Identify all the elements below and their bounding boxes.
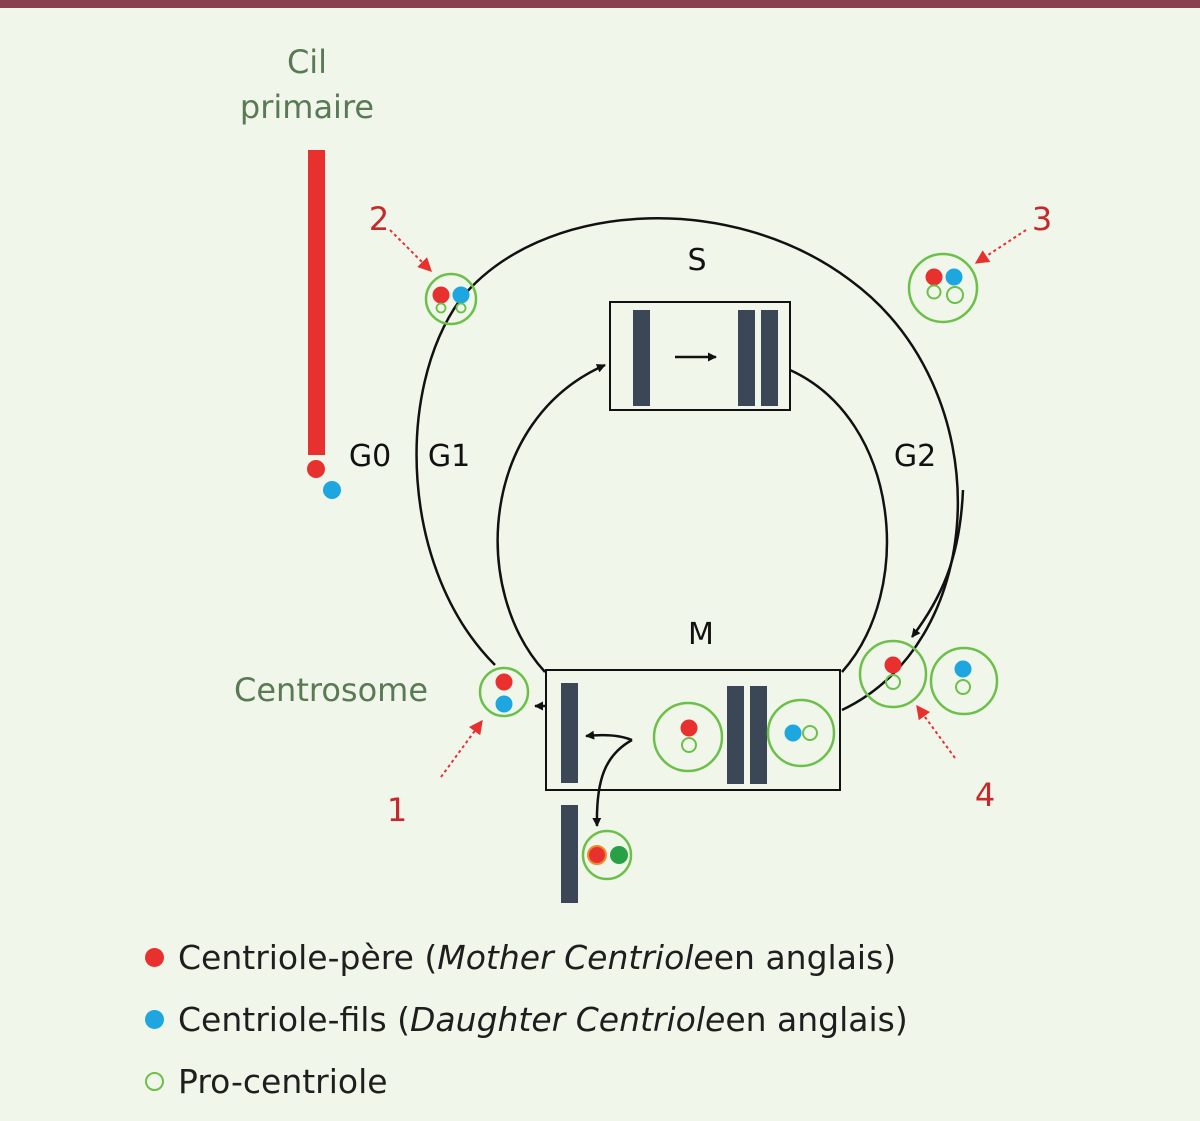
stage-number-1: 1	[387, 791, 407, 829]
centrosome-label: Centrosome	[234, 671, 428, 709]
pointer-arrow-1	[440, 719, 483, 778]
pointer-arrow-4	[916, 704, 956, 759]
m-split-arrow-left	[585, 730, 633, 742]
stage-2-procentriole-b	[455, 302, 467, 314]
s-chromosome-pair-a	[738, 310, 755, 406]
top-bar	[0, 0, 1200, 8]
cilium-label-line2: primaire	[240, 88, 374, 126]
legend-daughter-centriole: Centriole-fils (Daughter Centriole en an…	[145, 1000, 908, 1039]
stage-number-4: 4	[975, 776, 995, 814]
daughter-cell-green-centriole	[610, 846, 628, 864]
inner-cycle-arc-right	[789, 368, 889, 673]
phase-g2-label: G2	[894, 439, 936, 474]
primary-cilium	[308, 150, 325, 455]
cilium-mother-centriole	[307, 460, 325, 478]
stage-2-procentriole-a	[435, 302, 447, 314]
m-left-procentriole	[681, 737, 697, 753]
daughter-cell-centrosome	[581, 829, 633, 881]
legend-procentriole: Pro-centriole	[145, 1062, 388, 1101]
centrosome-stage-3	[907, 252, 979, 324]
m-chromosome-left	[561, 683, 578, 783]
stage-3-procentriole-b	[946, 286, 964, 304]
m-chromosome-pair-b	[750, 686, 767, 784]
stage-3-daughter-centriole	[945, 268, 963, 286]
stage-4-mother-centriole	[884, 656, 902, 674]
stage-number-3: 3	[1032, 200, 1052, 238]
stage-2-mother-centriole	[432, 286, 450, 304]
legend-procentriole-prefix: Pro-centriole	[178, 1062, 388, 1101]
pointer-arrow-2	[389, 229, 432, 272]
stage-2-daughter-centriole	[452, 286, 470, 304]
m-split-arrow-down	[592, 738, 633, 827]
s-chromosome-pair-b	[761, 310, 778, 406]
phase-m-label: M	[688, 617, 714, 652]
daughter-cell-chromosome	[561, 805, 578, 903]
legend-mother-prefix: Centriole-père (	[178, 938, 438, 977]
legend-daughter-italic: Daughter Centriole	[410, 1000, 726, 1039]
inner-cycle-arc	[496, 363, 606, 673]
stage-4-daughter-centriole	[954, 660, 972, 678]
procentriole-swatch	[145, 1072, 164, 1091]
s-chromosome-single	[633, 310, 650, 406]
legend-daughter-suffix: en anglais)	[725, 1000, 908, 1039]
phase-g0-label: G0	[349, 439, 391, 474]
m-left-mother-centriole	[680, 719, 698, 737]
cilium-label-line1: Cil	[287, 43, 327, 81]
legend-mother-italic: Mother Centriole	[437, 938, 714, 977]
centrosome-stage-1	[478, 666, 530, 718]
mother-centriole-swatch	[145, 948, 164, 967]
stage-4-right-procentriole	[955, 679, 971, 695]
m-right-daughter-centriole	[784, 724, 802, 742]
daughter-cell-mother-centriole	[587, 845, 607, 865]
legend-mother-suffix: en anglais)	[713, 938, 897, 977]
m-centrosome-left	[652, 701, 724, 773]
stage-3-mother-centriole	[925, 268, 943, 286]
outer-cycle-arc	[415, 217, 960, 712]
m-centrosome-right	[766, 698, 836, 768]
stage-number-2: 2	[369, 200, 389, 238]
centrosome-stage-4-right	[929, 646, 999, 716]
centrosome-stage-2	[424, 272, 478, 326]
arrow-into-m	[911, 489, 965, 638]
m-right-procentriole	[802, 725, 818, 741]
daughter-centriole-swatch	[145, 1010, 164, 1029]
cilium-daughter-centriole	[323, 481, 341, 499]
m-chromosome-pair-a	[727, 686, 744, 784]
phase-g1-label: G1	[428, 439, 470, 474]
stage-1-mother-centriole	[495, 673, 513, 691]
stage-3-procentriole-a	[926, 284, 942, 300]
legend-mother-centriole: Centriole-père (Mother Centriole en angl…	[145, 938, 896, 977]
pointer-arrow-3	[974, 229, 1027, 264]
phase-s-label: S	[687, 243, 706, 278]
centrosome-stage-4-left	[858, 639, 928, 709]
stage-4-left-procentriole	[885, 674, 901, 690]
legend-daughter-prefix: Centriole-fils (	[178, 1000, 411, 1039]
stage-1-daughter-centriole	[495, 695, 513, 713]
